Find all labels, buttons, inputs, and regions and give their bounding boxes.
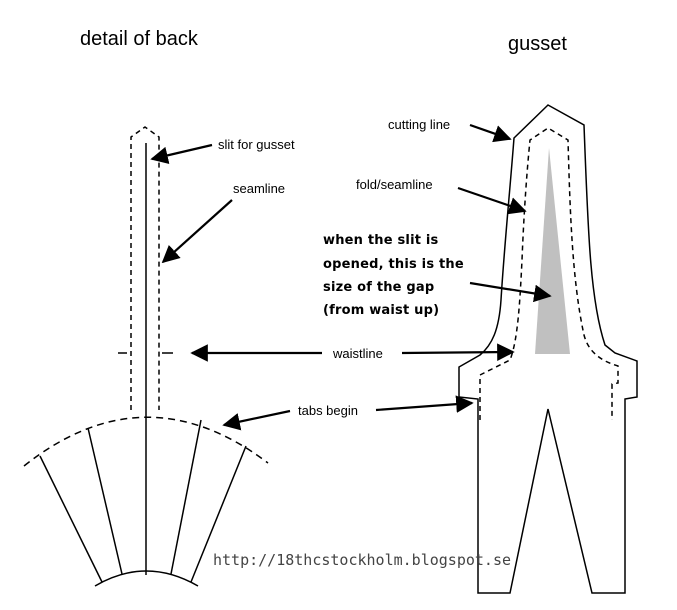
pointer-arrows — [150, 123, 552, 431]
seamline-label: seamline — [233, 181, 286, 196]
arrow-tabs-left — [222, 409, 291, 431]
arrow-cutting-line — [469, 123, 512, 143]
gusset-shape — [458, 104, 638, 594]
tab-line-1 — [39, 455, 103, 583]
arrow-seamline — [161, 199, 233, 264]
back-detail — [23, 126, 269, 587]
tab-line-3 — [170, 419, 202, 575]
arrow-gap — [469, 281, 552, 303]
arrow-waistline-right — [401, 343, 515, 361]
blog-url-watermark: http://18thcstockholm.blogspot.se — [213, 551, 512, 569]
tabs-begin-arc — [23, 416, 269, 467]
tab-line-2 — [87, 427, 123, 575]
gap-note-line-3: size of the gap — [323, 280, 435, 295]
gusset-fold-seamline — [479, 127, 619, 420]
gap-note-line-4: (from waist up) — [323, 303, 440, 318]
gusset-cutting-line — [458, 104, 638, 594]
arrow-slit — [150, 143, 213, 164]
fold-seamline-label: fold/seamline — [356, 177, 433, 192]
arrow-fold-seamline — [457, 186, 527, 215]
slit-label: slit for gusset — [218, 137, 295, 152]
gusset-gap-area — [535, 148, 570, 354]
cutting-line-label: cutting line — [388, 117, 451, 132]
back-detail-title: detail of back — [80, 28, 198, 50]
gap-note-line-2: opened, this is the — [323, 257, 464, 272]
gap-note-line-1: when the slit is — [323, 233, 439, 248]
waistline-label: waistline — [333, 346, 383, 361]
gusset-title: gusset — [508, 33, 567, 55]
back-slit-seam-outline — [130, 126, 160, 410]
tab-line-4 — [190, 445, 247, 583]
arrow-tabs-right — [375, 395, 474, 413]
tabs-begin-label: tabs begin — [298, 403, 358, 418]
tabs-bottom-curve — [94, 570, 199, 587]
